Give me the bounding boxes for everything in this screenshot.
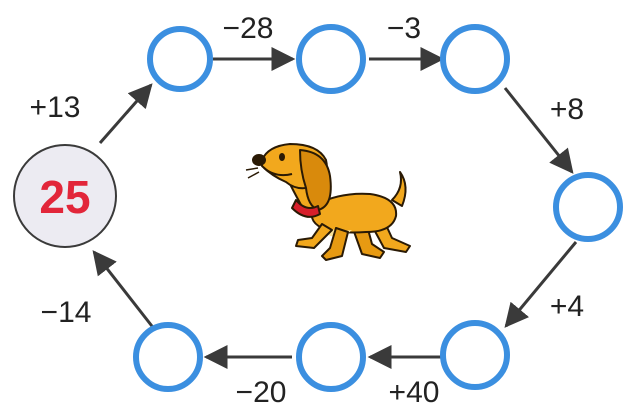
blank-circle-4[interactable]	[553, 172, 623, 242]
blank-circle-7[interactable]	[133, 322, 203, 392]
arrow-c3-to-c4	[503, 87, 574, 174]
arrow-start-to-c1	[98, 83, 153, 144]
op-label-4: +8	[550, 93, 584, 126]
answer-circles	[133, 24, 623, 392]
op-label-1: +13	[30, 91, 81, 124]
arrow-c4-to-c5	[504, 241, 578, 328]
op-label-7: −20	[236, 376, 287, 409]
blank-circle-5[interactable]	[440, 320, 510, 390]
op-label-5: +4	[550, 290, 584, 323]
start-value: 25	[39, 171, 90, 223]
op-label-3: −3	[387, 12, 421, 45]
op-label-2: −28	[223, 12, 274, 45]
operation-labels: +13 −28 −3 +8 +4 +40 −20 −14	[30, 12, 585, 409]
arrows-group	[92, 47, 578, 369]
blank-circle-1[interactable]	[147, 26, 213, 92]
blank-circle-3[interactable]	[440, 24, 510, 94]
blank-circle-2[interactable]	[296, 24, 366, 94]
blank-circle-6[interactable]	[296, 322, 366, 392]
cartoon-dog-icon	[245, 143, 411, 261]
op-label-6: +40	[389, 376, 440, 409]
start-node: 25	[13, 144, 117, 248]
arrow-c7-to-start	[92, 250, 157, 331]
start-circle	[13, 144, 117, 248]
op-label-8: −14	[41, 296, 92, 329]
